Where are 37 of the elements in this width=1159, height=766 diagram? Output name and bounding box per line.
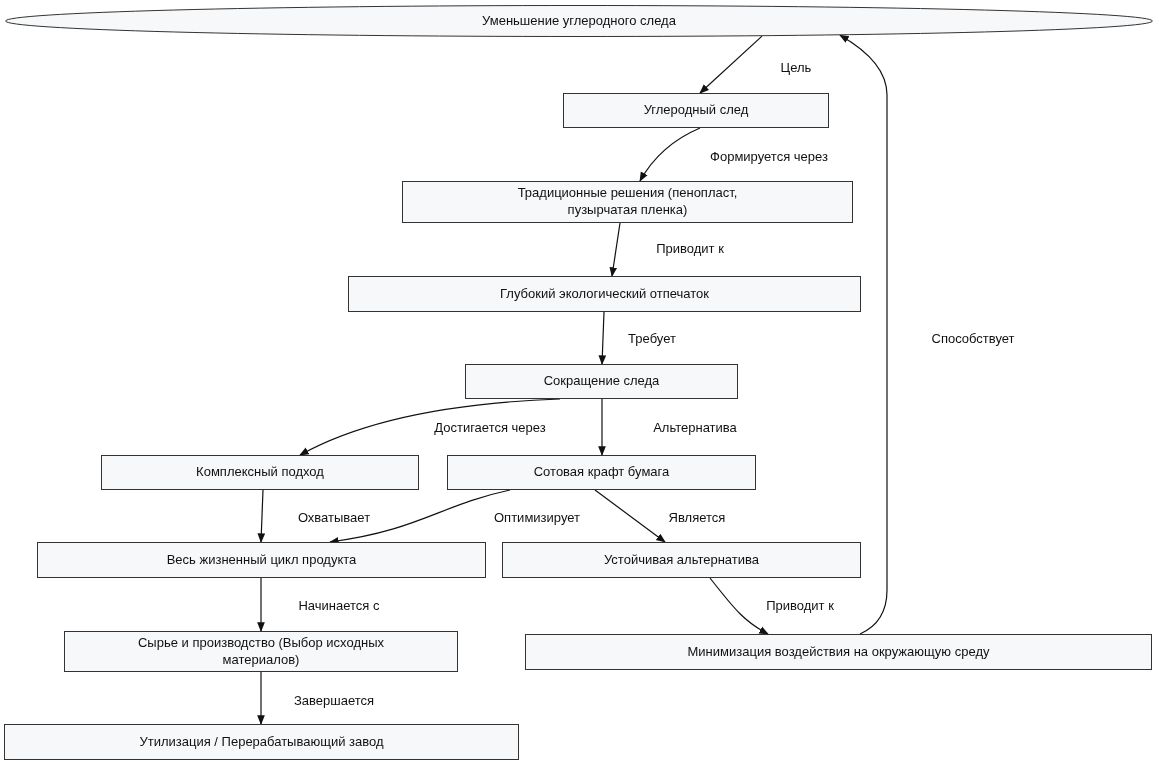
edge-label: Требует xyxy=(626,330,678,346)
arrow xyxy=(257,671,265,725)
edge-label: Способствует xyxy=(929,330,1017,346)
process-box xyxy=(402,181,853,223)
process-box xyxy=(64,631,458,672)
process-box xyxy=(447,455,756,490)
node-text: Весь жизненный цикл продукта xyxy=(165,551,358,569)
node-text: Комплексный подход xyxy=(195,464,325,481)
node-text: Утилизация / Перерабатывающий завод xyxy=(138,733,385,751)
node-text: Глубокий экологический отпечаток xyxy=(499,285,710,303)
goal-ellipse xyxy=(5,5,1153,37)
node-text: Минимизация воздействия на окружающую среду xyxy=(686,643,991,661)
process-box xyxy=(101,455,419,490)
node-text: Углеродный след xyxy=(642,102,750,119)
node-text: Сырье и производство (Выбор исходных материалов) xyxy=(136,634,386,669)
arrow xyxy=(257,577,265,632)
arrow xyxy=(699,35,763,94)
process-box xyxy=(502,542,861,578)
arrow xyxy=(598,398,606,456)
arrow xyxy=(709,577,769,635)
arrow xyxy=(257,489,266,543)
node-text: Традиционные решения (пенопласт, пузырчатая пленка) xyxy=(516,185,739,219)
arrow xyxy=(609,222,621,277)
process-box xyxy=(348,276,861,312)
node-text: Устойчивая альтернатива xyxy=(602,551,760,569)
node-text: Уменьшение углеродного следа xyxy=(481,12,677,30)
arrow xyxy=(594,489,666,543)
process-box xyxy=(563,93,829,128)
arrow xyxy=(598,311,607,365)
process-box xyxy=(37,542,486,578)
node-text: Сотовая крафт бумага xyxy=(532,464,671,481)
arrow xyxy=(839,34,888,635)
node-text: Сокращение следа xyxy=(542,373,661,390)
process-box xyxy=(465,364,738,399)
process-box xyxy=(525,634,1152,670)
process-box xyxy=(4,724,519,760)
arrow xyxy=(639,127,701,182)
